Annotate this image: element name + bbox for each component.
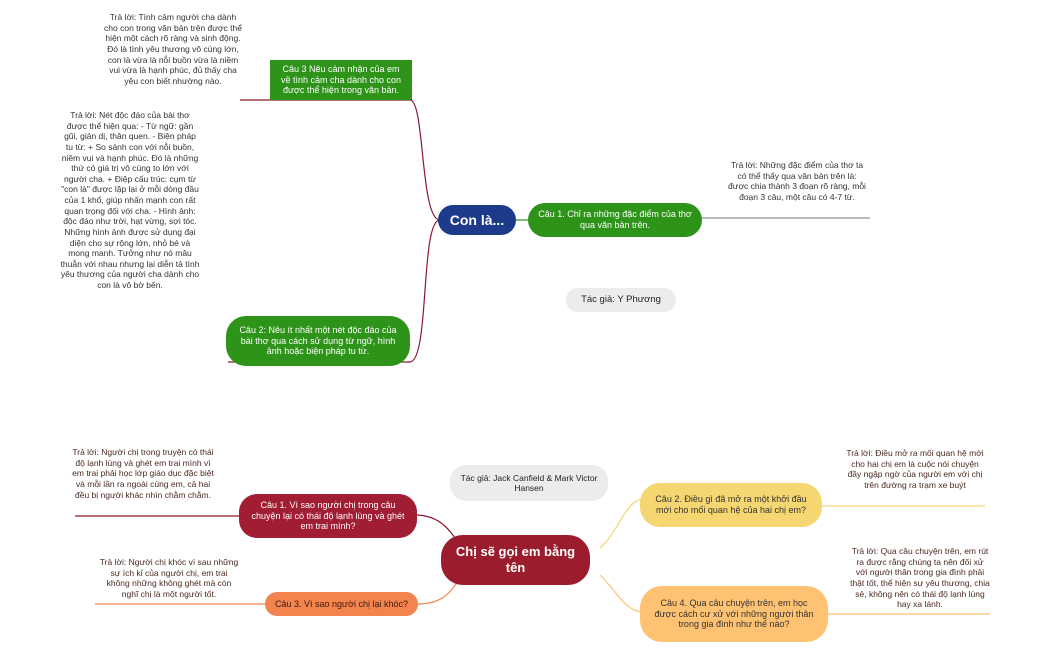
connector-q2: [228, 219, 441, 363]
answer-1-text: Trả lời: Những đặc điểm của thơ ta có th…: [728, 160, 866, 202]
question-2-node[interactable]: Câu 2: Nêu ít nhất một nét độc đáo của b…: [226, 316, 410, 366]
m2-question-3-node[interactable]: Câu 3. Vì sao người chị lại khóc?: [265, 592, 418, 616]
author-jack-canfield[interactable]: Tác giả: Jack Canfield & Mark Victor Han…: [450, 465, 608, 501]
m2-question-4-node[interactable]: Câu 4. Qua câu chuyện trên, em học được …: [640, 586, 828, 642]
connector-m2-q4: [599, 574, 646, 613]
m2-question-2-node[interactable]: Câu 2. Điều gì đã mở ra một khởi đầu mới…: [640, 483, 822, 527]
question-1-node[interactable]: Câu 1. Chỉ ra những đặc điểm của thơ qua…: [528, 203, 702, 237]
m2-answer-1-text: Trả lời: Người chị trong truyện có thái …: [72, 447, 214, 500]
central-topic-con-la[interactable]: Con là...: [438, 205, 516, 235]
m2-question-1-node[interactable]: Câu 1. Vì sao người chị trong câu chuyện…: [239, 494, 417, 538]
central-topic-chi-se-goi-em[interactable]: Chị sẽ gọi em bằng tên: [441, 535, 590, 585]
connector-m2-q2: [599, 497, 646, 549]
author-y-phuong[interactable]: Tác giả: Y Phương: [566, 288, 676, 312]
m2-answer-3-text: Trả lời: Người chị khóc vì sau những sự …: [99, 557, 239, 599]
connector-q3: [240, 99, 441, 221]
question-3-node[interactable]: Câu 3 Nêu cảm nhận của em về tình cảm ch…: [270, 60, 412, 100]
m2-answer-2-text: Trả lời: Điều mở ra mối quan hệ mới cho …: [846, 448, 984, 490]
answer-3-text: Trả lời: Tình cảm người cha dành cho con…: [104, 12, 242, 86]
m2-answer-4-text: Trả lời: Qua câu chuyện trên, em rút ra …: [850, 546, 990, 610]
answer-2-text: Trả lời: Nét độc đáo của bài thơ được th…: [60, 110, 200, 290]
